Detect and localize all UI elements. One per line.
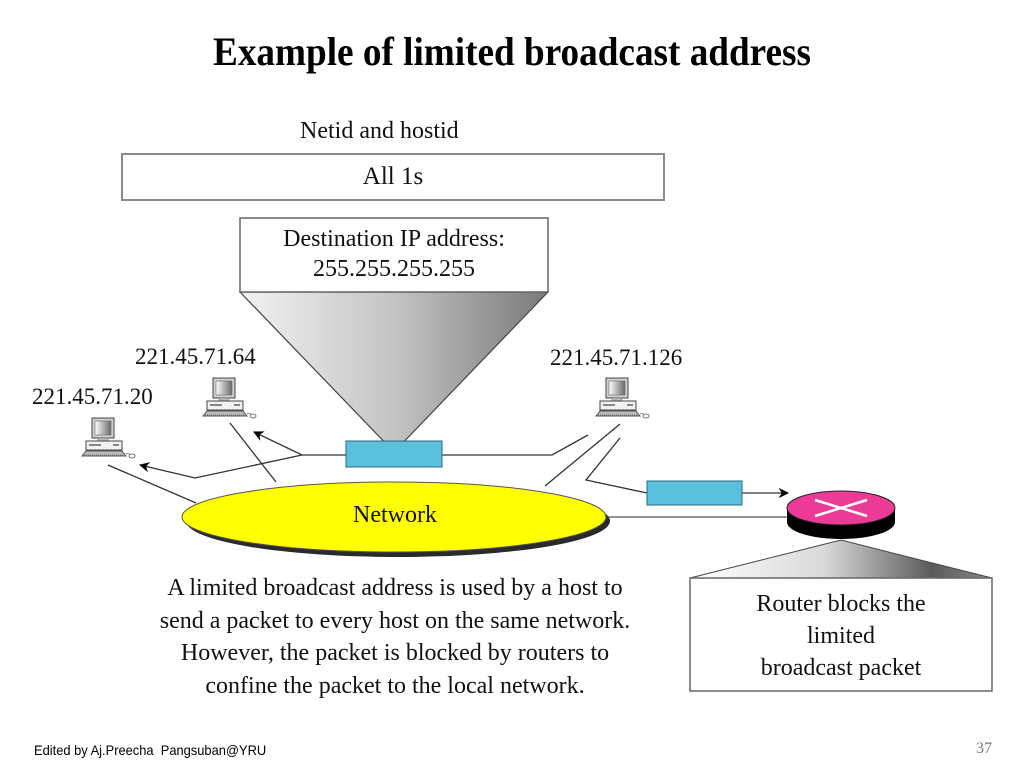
description-line: send a packet to every host on the same … [159,607,631,634]
description-line: A limited broadcast address is used by a… [167,575,623,601]
destination-box [239,217,549,293]
host-ip-label: 221.45.71.126 [550,345,683,370]
slide-title: Example of limited broadcast address [213,29,811,74]
computer-icon-host-126 [595,377,650,419]
destination-ip-text: Destination IP address: 255.255.255.255 [240,224,548,284]
page-number: 37 [976,740,992,757]
link-host-20 [107,464,197,504]
destination-ip-value: 255.255.255.255 [313,256,475,282]
host-ip-label: 221.45.71.20 [32,384,153,409]
router-callout-line: limited [807,623,875,649]
packet-line-left-2 [138,454,303,479]
packet-line-left [253,431,346,456]
computer-icon-host-20 [81,417,136,459]
all-ones-label: All 1s [362,163,424,190]
network-ellipse [181,481,607,553]
packet-line-right [442,434,589,456]
all-ones-box: All 1s [121,153,665,201]
link-host-126 [544,423,621,487]
description-text: A limited broadcast address is used by a… [100,572,690,702]
router-callout-box [689,577,993,692]
router-icon [786,490,896,539]
network-label: Network [353,502,437,528]
footer-credit: Edited by Aj.Preecha Pangsuban@YRU [34,742,267,758]
router-path [584,437,648,494]
description-line: However, the packet is blocked by router… [180,640,610,666]
router-callout-line: Router blocks the [756,591,926,617]
router-callout-roof [689,539,993,579]
blocked-packet [646,480,743,506]
description-line: confine the packet to the local network. [205,672,585,699]
host-ip-label: 221.45.71.64 [135,344,256,369]
netid-hostid-label: Netid and hostid [300,118,459,144]
computer-icon-host-64 [202,377,257,419]
destination-ip-label: Destination IP address: [283,226,505,252]
broadcast-packet [345,440,443,468]
router-callout-line: broadcast packet [760,655,922,681]
router-callout-text: Router blocks the limited broadcast pack… [690,588,992,684]
destination-funnel [238,291,550,453]
link-host-64 [229,422,277,483]
